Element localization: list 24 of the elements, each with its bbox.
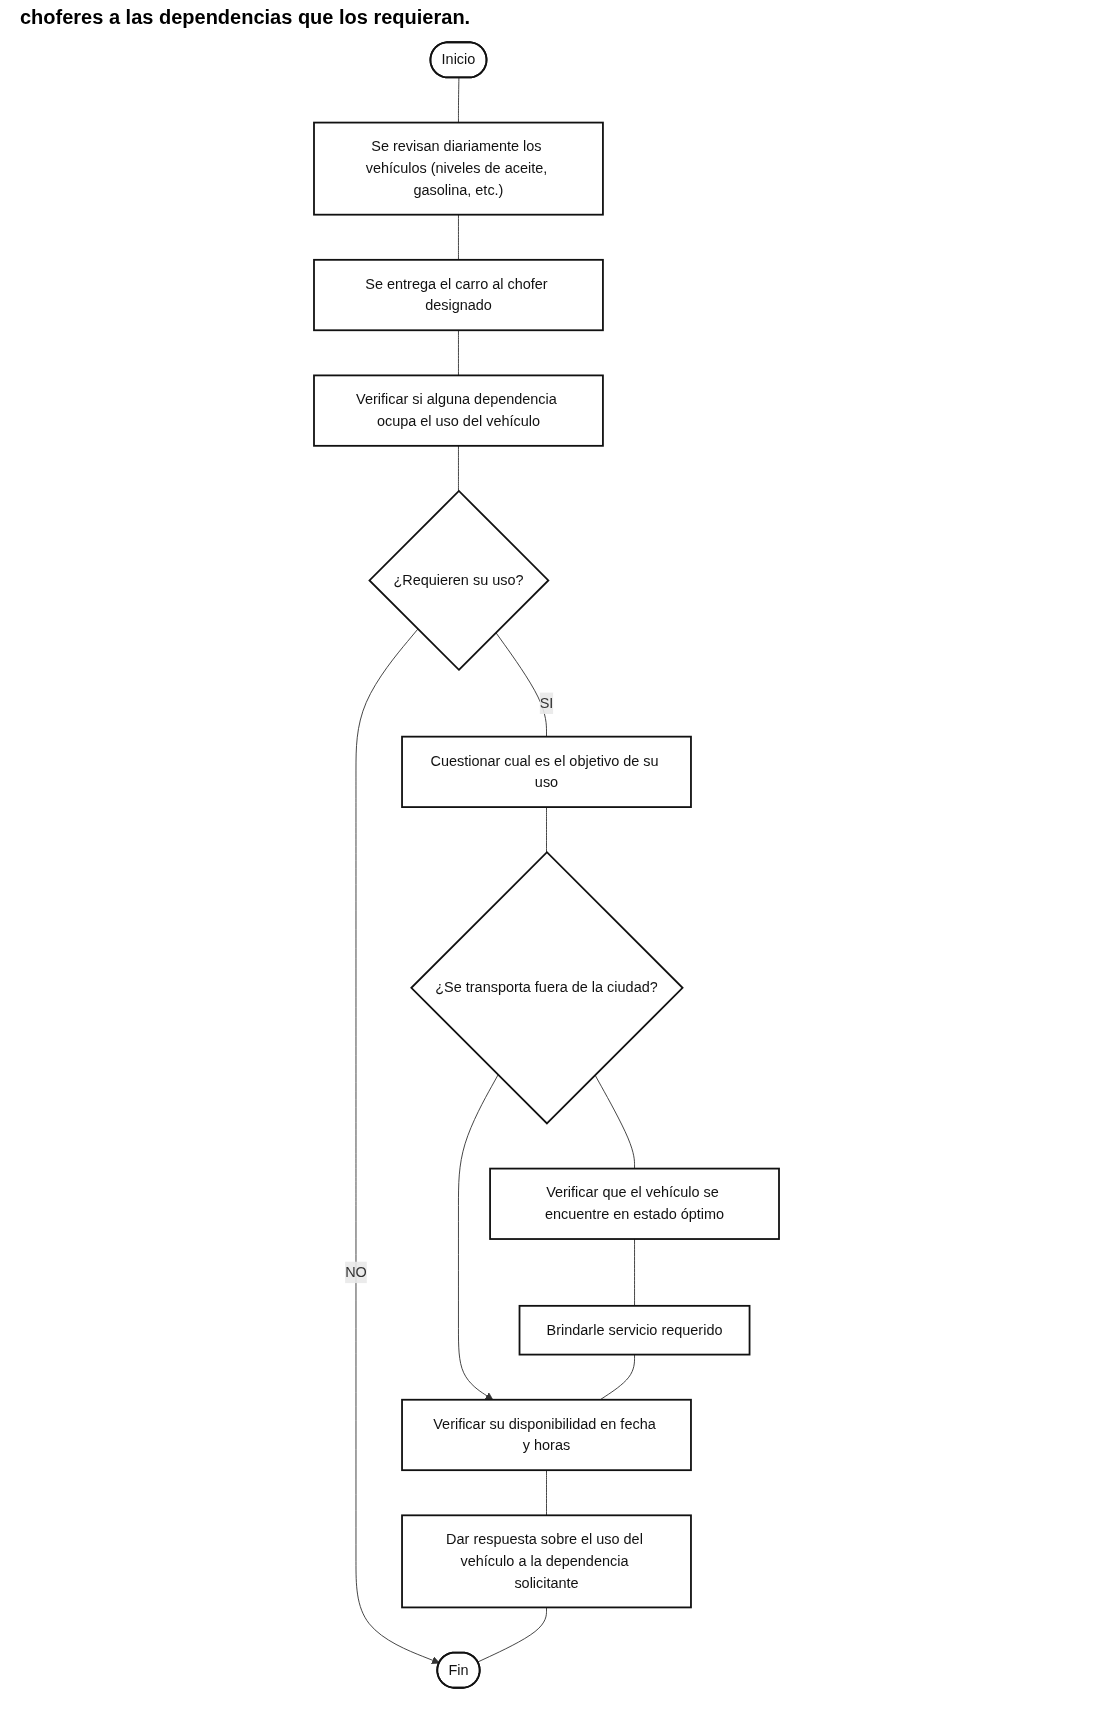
- node-box: Verificar que el vehículo se encuentre en estado óptimo: [489, 1167, 780, 1240]
- node-box: Se entrega el carro al chofer designado: [313, 258, 604, 332]
- node-box: Brindarle servicio requerido: [518, 1304, 751, 1356]
- node-box: Verificar su disponibilidad en fecha y horas: [401, 1398, 692, 1472]
- node-diamond: ¿Requieren su uso?: [368, 489, 550, 672]
- connector: [546, 806, 547, 853]
- connector: [458, 329, 459, 376]
- node-box: Verificar si alguna dependencia ocupa el uso del vehículo: [313, 374, 604, 447]
- node-box: Se revisan diariamente los vehículos (niveles de aceite, gasolina, etc.): [313, 121, 604, 216]
- edge-label: NO: [345, 1264, 367, 1280]
- edge-label: SI: [539, 695, 554, 711]
- note-text: choferes a las dependencias que los requieran.: [20, 6, 472, 29]
- node-diamond: ¿Se transporta fuera de la ciudad?: [410, 850, 684, 1125]
- connector: [458, 214, 459, 261]
- connector: [477, 1606, 547, 1663]
- connector: [599, 1354, 635, 1401]
- connector: [495, 632, 547, 738]
- connector: [546, 1469, 547, 1516]
- connector: [594, 1074, 635, 1170]
- node-box: Dar respuesta sobre el uso del vehículo a la dependencia solicitante: [401, 1514, 692, 1609]
- connector: [458, 445, 459, 492]
- connector: [458, 77, 460, 124]
- node-box: Cuestionar cual es el objetivo de su uso: [401, 735, 692, 808]
- connector: [634, 1238, 635, 1307]
